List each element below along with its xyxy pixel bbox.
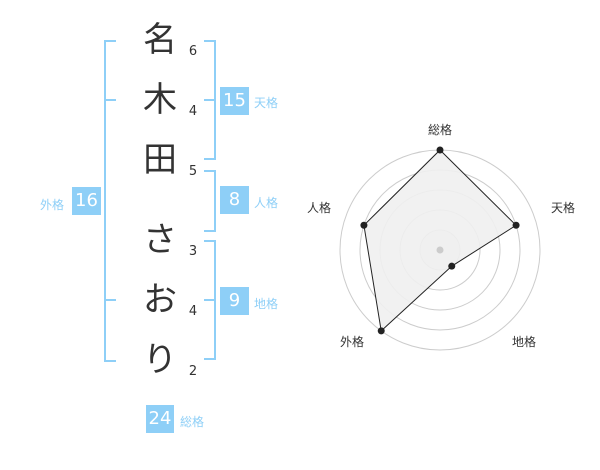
given-char-3: り [143, 340, 177, 380]
gaikaku-label: 外格 [40, 198, 65, 212]
radar-point [448, 262, 456, 270]
surname-strokes-2: 4 [188, 104, 198, 119]
radar-point [377, 327, 385, 335]
radar-polygon [363, 149, 517, 332]
jinkaku-bracket [204, 170, 216, 232]
gaikaku-bracket-tick-top [104, 99, 116, 101]
surname-strokes-3: 5 [188, 164, 198, 179]
chikaku-value: 9 [220, 287, 249, 315]
radar-center-dot [436, 246, 444, 254]
chikaku-bracket-tick [204, 299, 216, 301]
soukaku-value: 24 [146, 405, 174, 433]
given-char-1: さ [143, 220, 177, 260]
surname-char-2: 木 [143, 80, 177, 120]
radar-point [360, 221, 368, 229]
tenkaku-value: 15 [220, 87, 249, 115]
radar-label-tenkaku: 天格 [550, 201, 575, 215]
given-strokes-2: 4 [188, 304, 198, 319]
radar-label-soukaku: 総格 [427, 123, 452, 137]
radar-label-gaikaku: 外格 [339, 335, 364, 349]
given-strokes-1: 3 [188, 244, 198, 259]
jinkaku-value: 8 [220, 186, 249, 214]
radar-point [436, 146, 444, 154]
radar-label-jinkaku: 人格 [306, 201, 331, 215]
surname-char-1: 名 [143, 20, 177, 60]
gaikaku-bracket [104, 40, 116, 362]
radar-points [360, 146, 520, 335]
chikaku-label: 地格 [254, 297, 279, 311]
soukaku-label: 総格 [180, 415, 205, 429]
given-char-2: お [143, 280, 177, 320]
given-strokes-3: 2 [188, 364, 198, 379]
gaikaku-bracket-tick-bottom [104, 299, 116, 301]
surname-strokes-1: 6 [188, 44, 198, 59]
tenkaku-label: 天格 [254, 96, 279, 110]
surname-char-3: 田 [143, 140, 177, 180]
radar-point [512, 221, 520, 229]
gaikaku-value: 16 [72, 187, 101, 215]
radar-label-chikaku: 地格 [511, 335, 536, 349]
jinkaku-label: 人格 [254, 196, 279, 210]
tenkaku-bracket-tick [204, 99, 216, 101]
